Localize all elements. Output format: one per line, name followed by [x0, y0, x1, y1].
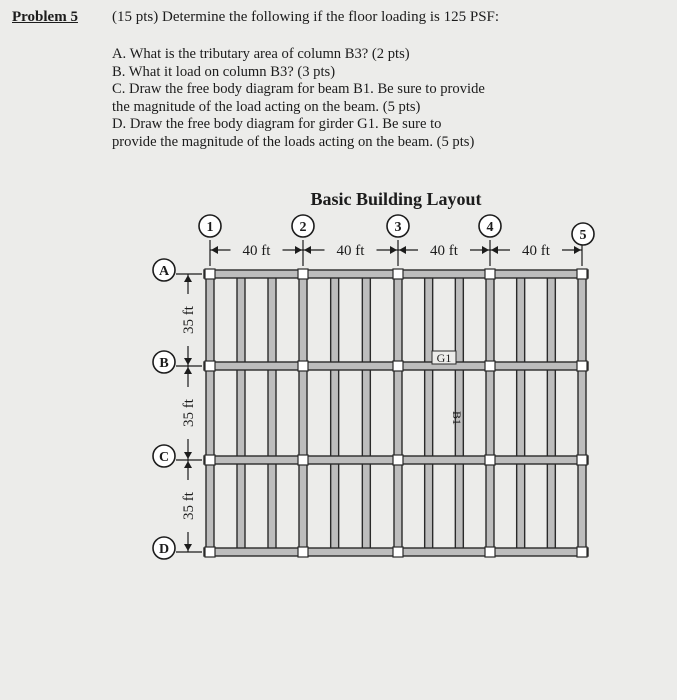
column-grid-label: 3 [395, 220, 402, 235]
column-marker [204, 360, 216, 372]
beam-member [267, 273, 277, 553]
beam-member [236, 273, 246, 553]
column-grid-bubble [571, 222, 595, 246]
question-line: provide the magnitude of the loads actin… [112, 133, 475, 150]
row-spacing-label: 35 ft [181, 491, 197, 520]
row-grid-bubble [152, 258, 176, 282]
beam-member [485, 273, 495, 553]
beam-member [393, 273, 403, 553]
dimension-arrowhead [184, 544, 192, 551]
column-marker [576, 360, 588, 372]
dimension-arrowhead [184, 358, 192, 365]
grid-bubbles: 1 2 3 4 5A B C D [152, 214, 595, 560]
column-marker [204, 268, 216, 280]
beam-member [546, 273, 557, 553]
column-marker [576, 546, 588, 558]
column-marker [484, 454, 496, 466]
column-marker [576, 454, 588, 466]
dimension-arrowhead [184, 452, 192, 459]
column-marker [297, 360, 309, 372]
question-line: D. Draw the free body diagram for girder… [112, 116, 442, 133]
row-grid-bubble [152, 350, 176, 374]
column-marker [392, 268, 404, 280]
column-marker [392, 454, 404, 466]
question-line: the magnitude of the load acting on the … [112, 98, 421, 115]
column-markers [204, 268, 588, 558]
dimension-arrowhead [295, 246, 302, 254]
column-grid-bubble [478, 214, 502, 238]
column-grid-bubble [291, 214, 315, 238]
column-marker [484, 546, 496, 558]
question-list: A. What is the tributary area of column … [112, 46, 552, 152]
beam-member [298, 273, 308, 553]
row-grid-bubble [152, 536, 176, 560]
row-grid-bubble [152, 444, 176, 468]
row-grid-label: D [159, 542, 169, 557]
row-grid-label: C [159, 450, 169, 465]
column-grid-label: 1 [207, 220, 214, 235]
dimension-arrowhead [184, 367, 192, 374]
row-spacing-label: 35 ft [181, 305, 197, 334]
dimension-arrowhead [390, 246, 397, 254]
column-grid-bubble [386, 214, 410, 238]
beam-label-b1: B1 [450, 411, 464, 425]
dimension-arrowhead [491, 246, 498, 254]
column-grid-label: 4 [487, 220, 494, 235]
column-spacing-label: 40 ft [522, 243, 551, 259]
row-spacing-dimensions: 35 ft 35 ft 35 ft [176, 273, 202, 553]
beam-member [205, 273, 215, 553]
column-marker [392, 360, 404, 372]
row-grid-label: A [159, 264, 170, 279]
girder-label-box [431, 350, 457, 365]
girder-label-g1: G1 [437, 351, 452, 365]
question-line: B. What it load on column B3? (3 pts) [112, 63, 336, 80]
beam-member [515, 273, 526, 553]
question-line: C. Draw the free body diagram for beam B… [112, 81, 485, 98]
layout-title: Basic Building Layout [310, 189, 481, 209]
dimension-arrowhead [184, 275, 192, 282]
dimension-arrowhead [482, 246, 489, 254]
column-marker [484, 268, 496, 280]
problem-number: Problem 5 [12, 9, 78, 25]
column-spacing-dimensions: 40 ft 40 ft 40 ft 40 ft [209, 240, 583, 266]
dimension-arrowhead [399, 246, 406, 254]
beam-member [329, 273, 340, 553]
dimension-arrowhead [184, 461, 192, 468]
secondary-beams [205, 273, 587, 553]
column-spacing-label: 40 ft [430, 243, 459, 259]
dimension-arrowhead [304, 246, 311, 254]
column-spacing-label: 40 ft [337, 243, 366, 259]
column-marker [576, 268, 588, 280]
column-marker [297, 546, 309, 558]
column-marker [204, 454, 216, 466]
problem-prompt: (15 pts) Determine the following if the … [112, 9, 500, 25]
row-grid-label: B [159, 356, 168, 371]
column-marker [204, 546, 216, 558]
row-spacing-label: 35 ft [181, 398, 197, 427]
beam-member [423, 273, 434, 553]
column-spacing-label: 40 ft [243, 243, 272, 259]
column-marker [484, 360, 496, 372]
column-grid-label: 2 [300, 220, 307, 235]
column-marker [297, 268, 309, 280]
column-grid-label: 5 [580, 228, 587, 243]
column-marker [392, 546, 404, 558]
dimension-arrowhead [574, 246, 581, 254]
column-grid-bubble [198, 214, 222, 238]
column-marker [297, 454, 309, 466]
beam-member [361, 273, 372, 553]
dimension-arrowhead [211, 246, 218, 254]
question-line: A. What is the tributary area of column … [112, 46, 410, 62]
beam-member [577, 273, 587, 553]
